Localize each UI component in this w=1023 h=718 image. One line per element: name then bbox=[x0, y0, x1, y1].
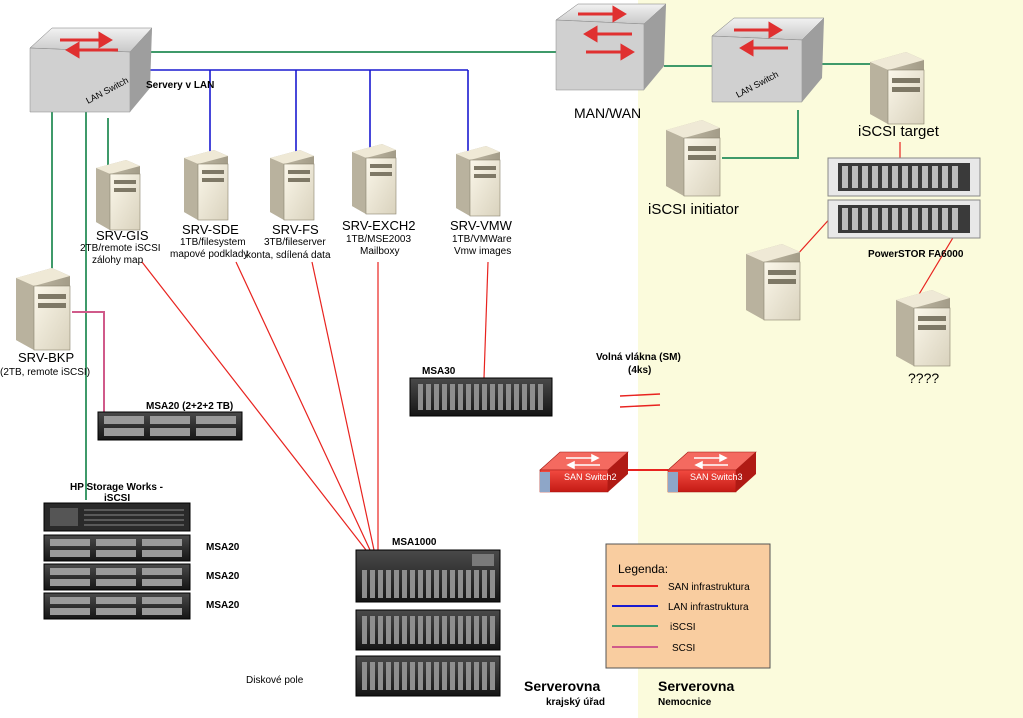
msa30-label: MSA30 bbox=[422, 366, 456, 377]
server-gis-name: SRV-GIS bbox=[96, 228, 149, 243]
server-gis-line2: zálohy map bbox=[92, 255, 144, 266]
msa20-a-label: MSA20 bbox=[206, 542, 240, 553]
server-fs-name: SRV-FS bbox=[272, 222, 319, 237]
lan-links bbox=[150, 69, 469, 160]
server-vmw-line2: Vmw images bbox=[454, 246, 511, 257]
wan-switch[interactable] bbox=[555, 3, 667, 91]
server-iscsi-initiator[interactable] bbox=[666, 120, 721, 197]
msa30-array[interactable] bbox=[409, 377, 553, 417]
server-exch-line1: 1TB/MSE2003 bbox=[346, 234, 411, 245]
server-unknown[interactable] bbox=[896, 290, 951, 367]
msa1000-array[interactable] bbox=[355, 549, 501, 697]
server-sde-name: SRV-SDE bbox=[182, 222, 239, 237]
server-vmw-line1: 1TB/VMWare bbox=[452, 234, 512, 245]
hp-storage-line2: iSCSI bbox=[104, 493, 130, 504]
lan-switch-hospital[interactable]: LAN Switch bbox=[711, 17, 825, 103]
legend-item-lan: LAN infrastruktura bbox=[668, 602, 749, 613]
server-vmw[interactable] bbox=[456, 146, 501, 217]
san-switch-2-label: SAN Switch2 bbox=[564, 472, 617, 482]
zone-left-title: Serverovna bbox=[524, 678, 600, 694]
server-bkp-line1: (2TB, remote iSCSI) bbox=[0, 367, 90, 378]
legend-item-scsi: SCSI bbox=[672, 643, 695, 654]
server-gis-line1: 2TB/remote iSCSI bbox=[80, 243, 161, 254]
servers-in-lan-label: Servery v LAN bbox=[146, 80, 214, 91]
hp-storage-works[interactable] bbox=[43, 502, 191, 532]
server-fs-line1: 3TB/fileserver bbox=[264, 237, 326, 248]
msa20-c-label: MSA20 bbox=[206, 600, 240, 611]
msa20-b-label: MSA20 bbox=[206, 571, 240, 582]
zone-right-title: Serverovna bbox=[658, 678, 734, 694]
san-switch-3[interactable]: SAN Switch3 bbox=[667, 451, 757, 493]
legend-title: Legenda: bbox=[618, 562, 668, 576]
server-vmw-name: SRV-VMW bbox=[450, 218, 513, 233]
legend: Legenda: SAN infrastruktura LAN infrastr… bbox=[605, 543, 771, 669]
free-fibers bbox=[619, 393, 661, 408]
zone-left-subtitle: krajský úřad bbox=[546, 697, 605, 708]
server-fs-line2: konta, sdílená data bbox=[246, 250, 331, 261]
server-exch-line2: Mailboxy bbox=[360, 246, 399, 257]
san-switch-2[interactable]: SAN Switch2 bbox=[539, 451, 629, 493]
server-hospital-1[interactable] bbox=[746, 244, 801, 321]
san-links bbox=[141, 142, 961, 551]
iscsi-initiator-label: iSCSI initiator bbox=[648, 201, 739, 218]
hp-storage-line1: HP Storage Works - bbox=[70, 482, 163, 493]
free-fibers-line1: Volná vlákna (SM) bbox=[596, 352, 681, 363]
powerstor-array[interactable] bbox=[827, 157, 981, 239]
server-exch-name: SRV-EXCH2 bbox=[342, 218, 415, 233]
iscsi-links bbox=[51, 51, 884, 500]
powerstor-label: PowerSTOR FA6000 bbox=[868, 249, 964, 260]
server-sde-line2: mapové podklady bbox=[170, 249, 248, 260]
zone-right-subtitle: Nemocnice bbox=[658, 697, 712, 708]
wan-label: MAN/WAN bbox=[574, 105, 641, 121]
server-exch[interactable] bbox=[352, 144, 397, 215]
server-sde[interactable] bbox=[184, 150, 229, 221]
iscsi-target-label: iSCSI target bbox=[858, 123, 940, 140]
msa20-top[interactable] bbox=[97, 411, 243, 441]
server-iscsi-target[interactable] bbox=[870, 52, 925, 125]
free-fibers-line2: (4ks) bbox=[628, 365, 651, 376]
server-gis[interactable] bbox=[96, 160, 141, 231]
legend-item-iscsi: iSCSI bbox=[670, 622, 696, 633]
server-bkp-name: SRV-BKP bbox=[18, 350, 74, 365]
msa20-stack[interactable] bbox=[43, 534, 191, 620]
san-switch-3-label: SAN Switch3 bbox=[690, 472, 743, 482]
msa20-top-label: MSA20 (2+2+2 TB) bbox=[146, 401, 233, 412]
lan-switch-main[interactable]: LAN Switch bbox=[29, 27, 153, 113]
diskove-pole-label: Diskové pole bbox=[246, 675, 304, 686]
scsi-link bbox=[72, 311, 105, 412]
server-bkp[interactable] bbox=[16, 268, 71, 351]
legend-item-san: SAN infrastruktura bbox=[668, 582, 750, 593]
server-sde-line1: 1TB/filesystem bbox=[180, 237, 246, 248]
msa1000-label: MSA1000 bbox=[392, 537, 437, 548]
server-unknown-label: ???? bbox=[908, 370, 939, 386]
server-fs[interactable] bbox=[270, 150, 315, 221]
